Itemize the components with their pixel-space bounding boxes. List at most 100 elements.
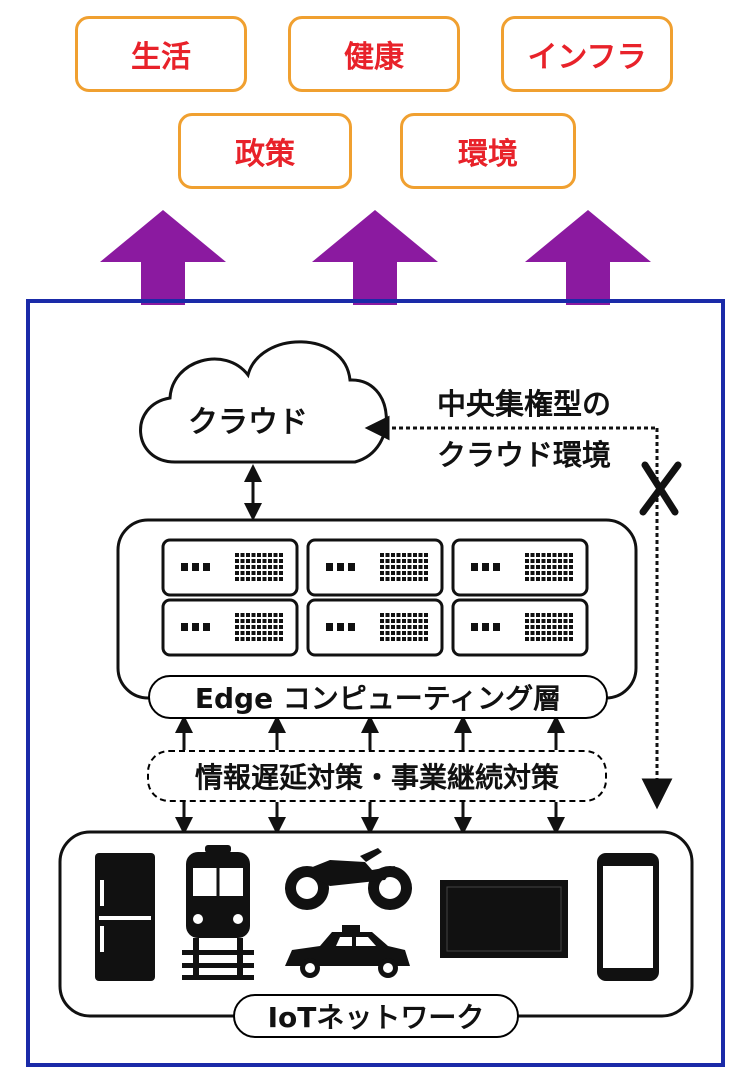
server-vent [391,577,395,581]
server-vent [536,565,540,569]
server-vent [418,553,423,557]
train-icon [182,845,254,980]
server-vent [552,637,557,641]
server-vent [563,631,568,635]
server-vent [251,571,256,575]
server-vent [257,559,261,563]
server-vent [240,553,245,557]
server-vent [391,613,395,617]
server-led [348,623,355,631]
server-vent [273,565,278,569]
server-vent [385,631,390,635]
server-vent [251,619,256,623]
service-environment: 環境 [400,113,576,189]
server-vent [251,631,256,635]
server-vent [541,619,546,623]
server-vent [541,571,546,575]
server-vent [424,625,428,629]
server-vent [279,637,283,641]
cloud-label: クラウド [188,405,308,440]
server-vent [380,625,384,629]
server-vent [396,637,401,641]
smartphone-icon [597,853,659,981]
server-vent [569,637,573,641]
server-vent [407,577,412,581]
server-vent [558,619,562,623]
server-vent [251,625,256,629]
server-vent [402,637,406,641]
server-vent [536,637,540,641]
server-vent [279,571,283,575]
server-vent [563,625,568,629]
server-vent [569,631,573,635]
server-vent [380,559,384,563]
server-vent [424,577,428,581]
server-vent [424,553,428,557]
server-vent [558,559,562,563]
server-vent [407,625,412,629]
server-vent [251,637,256,641]
server-vent [552,631,557,635]
server-vent [268,631,272,635]
server-led [203,623,210,631]
server-vent [246,577,250,581]
server-vent [536,553,540,557]
server-led [337,563,344,571]
server-vent [396,565,401,569]
server-vent [380,553,384,557]
server-vent [385,613,390,617]
server-vent [418,577,423,581]
server-vent [402,559,406,563]
server-vent [273,619,278,623]
server-vent [262,565,267,569]
server-vent [413,553,417,557]
server-vent [413,625,417,629]
server-vent [246,619,250,623]
server-vent [552,625,557,629]
server-vent [418,559,423,563]
server-vent [530,565,535,569]
blocked-x-icon [639,461,682,516]
server-vent [257,613,261,617]
server-vent [240,637,245,641]
server-vent [530,619,535,623]
server-vent [413,571,417,575]
server-vent [525,577,529,581]
server-vent [257,631,261,635]
server-vent [558,625,562,629]
server-vent [235,631,239,635]
server-vent [530,553,535,557]
server-vent [396,631,401,635]
measures-label-text: 情報遅延対策・事業継続対策 [194,761,559,794]
server-vent [530,631,535,635]
server-vent [558,571,562,575]
refrigerator-icon [95,853,155,981]
server-vent [552,559,557,563]
server-vent [246,625,250,629]
server-vent [402,565,406,569]
server-vent [391,637,395,641]
service-life-label: 生活 [131,40,191,75]
server-vent [391,553,395,557]
server-vent [246,553,250,557]
server-vent [569,613,573,617]
server-vent [558,637,562,641]
server-vent [235,625,239,629]
server-vent [257,577,261,581]
server-vent [563,559,568,563]
server-vent [257,619,261,623]
server-vent [413,613,417,617]
server-vent [240,559,245,563]
server-vent [569,553,573,557]
central-cloud-label-line2: クラウド環境 [437,438,612,472]
server-vent [525,631,529,635]
service-policy-label: 政策 [235,137,295,172]
server-vent [424,619,428,623]
server-vent [413,637,417,641]
server-vent [257,637,261,641]
server-vent [547,625,551,629]
measures-label: 情報遅延対策・事業継続対策 [147,750,607,802]
server-vent [541,613,546,617]
server-vent [262,559,267,563]
server-vent [530,625,535,629]
